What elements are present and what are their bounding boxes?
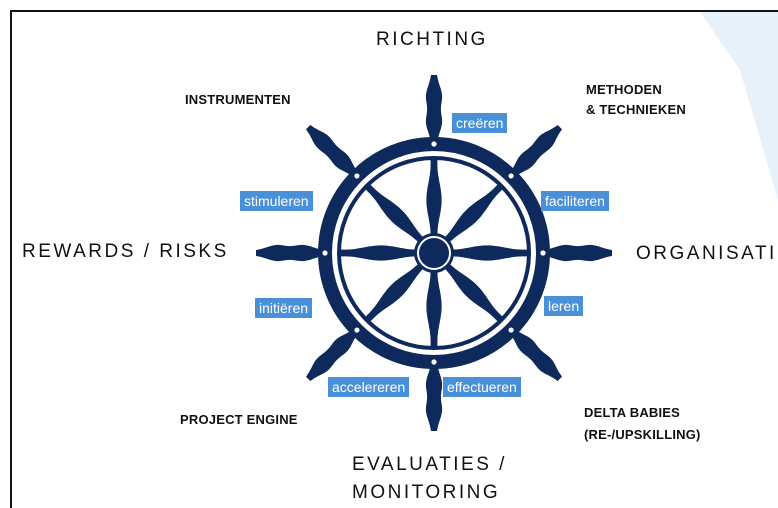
wheel-handle (306, 125, 359, 178)
wheel-rivet (322, 250, 328, 256)
wheel-handle (256, 244, 324, 262)
wheel-rivet (431, 141, 437, 147)
wheel-spoke (452, 245, 530, 261)
wheel-handle (509, 328, 562, 381)
tag-creeren: creëren (452, 113, 508, 133)
wheel-inner-rim (337, 156, 531, 350)
wheel-spoke (338, 245, 416, 261)
wheel-handle (425, 363, 443, 431)
label-organisatie: ORGANISATI (636, 243, 777, 264)
label-project-engine: PROJECT ENGINE (180, 412, 298, 427)
wheel-handle (544, 244, 612, 262)
wheel-handle (425, 75, 443, 143)
wheel-rivet (354, 173, 360, 179)
tag-stimuleren: stimuleren (240, 191, 313, 211)
label-delta-babies: DELTA BABIES (584, 405, 681, 420)
wheel-spoke (363, 182, 424, 243)
wheel-rivet (508, 173, 514, 179)
tag-leren: leren (544, 296, 584, 316)
tag-initieren: initiëren (255, 298, 313, 318)
label-rewards-risks: REWARDS / RISKS (22, 241, 229, 262)
label-methoden: METHODEN (586, 82, 662, 97)
tag-faciliteren: faciliteren (541, 191, 609, 211)
label-technieken: & TECHNIEKEN (586, 102, 686, 117)
wheel-spoke (426, 271, 442, 349)
wheel-rivet (540, 250, 546, 256)
wheel-spoke (444, 182, 505, 243)
wheel-hub (414, 233, 454, 273)
wheel-handle (509, 125, 562, 178)
wheel-rivet (508, 327, 514, 333)
tag-accelereren: accelereren (328, 377, 410, 397)
label-monitoring: MONITORING (352, 482, 501, 503)
label-richting: RICHTING (376, 29, 488, 50)
wheel-spoke (363, 263, 424, 324)
label-upskilling: (RE-/UPSKILLING) (584, 427, 701, 442)
wheel-rivet (354, 327, 360, 333)
label-instrumenten: INSTRUMENTEN (185, 92, 291, 107)
wheel-rivet (431, 359, 437, 365)
label-evaluaties: EVALUATIES / (352, 454, 507, 475)
wheel-hub-ring (417, 236, 451, 270)
wheel-handle (306, 328, 359, 381)
wheel-spoke (426, 157, 442, 235)
tag-effectueren: effectueren (443, 377, 521, 397)
wheel-spoke (444, 263, 505, 324)
